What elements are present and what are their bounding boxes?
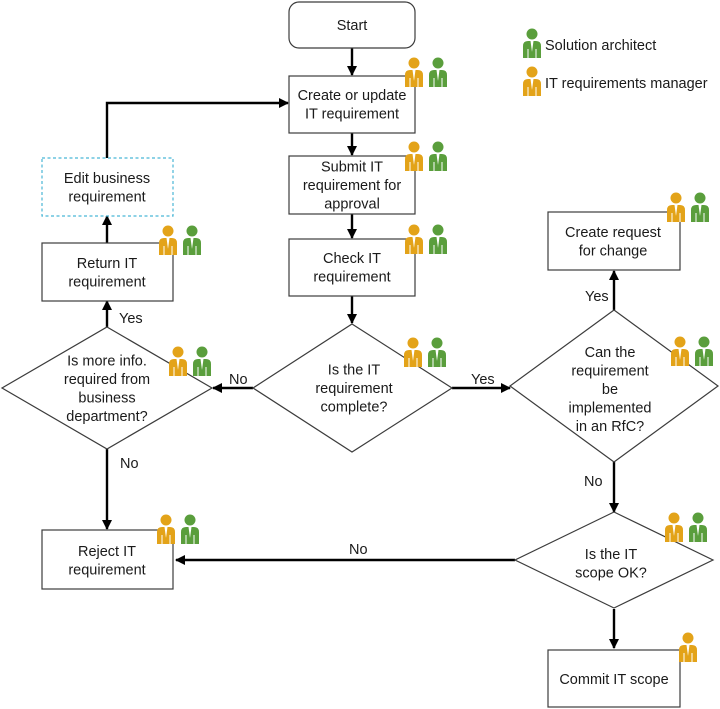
label-line: for change <box>579 243 648 259</box>
solution-architect-person-icon <box>429 141 447 171</box>
solution-architect-person-icon <box>523 28 541 58</box>
it-requirements-manager-person-icon <box>679 632 697 662</box>
node-submit <box>288 155 416 215</box>
node-create-update <box>288 75 416 134</box>
label-line: IT requirement <box>305 106 399 122</box>
label-line: Submit IT <box>321 160 383 176</box>
label-more-info: Is more info. required from business depart… <box>64 353 150 425</box>
it-requirements-manager-person-icon <box>404 337 422 367</box>
label-line: approval <box>324 197 380 213</box>
solution-architect-person-icon <box>428 337 446 367</box>
label-is-complete: Is the IT requirement complete? <box>315 363 392 416</box>
label-line: requirement <box>68 562 145 578</box>
label-line: Start <box>337 18 368 34</box>
node-more-info <box>0 326 214 450</box>
it-requirements-manager-person-icon <box>169 346 187 376</box>
it-requirements-manager-person-icon <box>157 514 175 544</box>
label-start: Start <box>337 18 368 34</box>
label-line: requirement <box>68 189 145 205</box>
legend-solution-architect-label: Solution architect <box>545 38 656 54</box>
it-requirements-manager-person-icon <box>665 512 683 542</box>
node-commit <box>547 649 681 708</box>
label-line: requirement <box>68 274 145 290</box>
label-line: complete? <box>321 400 388 416</box>
node-reject <box>41 529 174 590</box>
label-create-rfc: Create request for change <box>565 225 661 260</box>
node-labels: Start Create or update IT requirement Sub… <box>64 18 669 688</box>
label-line: Edit business <box>64 171 150 187</box>
it-requirements-manager-person-icon <box>523 66 541 96</box>
label-line: Create request <box>565 225 661 241</box>
it-requirements-manager-person-icon <box>667 192 685 222</box>
edge-edit-to-create <box>105 97 290 158</box>
node-check <box>288 238 416 297</box>
edge-label-rfc-yes: Yes <box>585 289 609 305</box>
it-requirements-manager-person-icon <box>159 225 177 255</box>
label-line: in an RfC? <box>576 419 645 435</box>
label-line: requirement <box>313 269 390 285</box>
role-icons <box>157 57 713 662</box>
solution-architect-person-icon <box>429 57 447 87</box>
label-line: Is the IT <box>328 363 381 379</box>
label-line: requirement for <box>303 178 401 194</box>
label-line: scope OK? <box>575 565 647 581</box>
label-submit: Submit IT requirement for approval <box>303 160 401 213</box>
solution-architect-person-icon <box>183 225 201 255</box>
edge-label-more-info-no: No <box>120 456 139 472</box>
edge-label-complete-yes: Yes <box>471 372 495 388</box>
node-return-it <box>41 242 174 302</box>
node-scope-ok <box>513 511 715 609</box>
label-can-rfc: Can the requirement be implemented in an RfC… <box>568 345 651 435</box>
label-line: Can the <box>585 345 636 361</box>
legend-it-requirements-manager-label: IT requirements manager <box>545 76 708 92</box>
solution-architect-person-icon <box>429 224 447 254</box>
it-requirements-manager-person-icon <box>405 57 423 87</box>
edge-label-scope-no: No <box>349 542 368 558</box>
label-line: requirement <box>315 381 392 397</box>
node-edit-business <box>41 157 174 217</box>
solution-architect-person-icon <box>691 192 709 222</box>
label-edit-business: Edit business requirement <box>64 171 150 206</box>
legend: Solution architect IT requirements manag… <box>523 28 708 96</box>
label-create-update: Create or update IT requirement <box>298 88 407 123</box>
edge-labels: No Yes Yes No Yes No No <box>119 289 609 558</box>
label-line: Reject IT <box>78 544 136 560</box>
label-line: be <box>602 382 618 398</box>
label-line: Is more info. <box>67 353 147 369</box>
edge-label-rfc-no: No <box>584 474 603 490</box>
solution-architect-person-icon <box>695 336 713 366</box>
label-line: Is the IT <box>585 547 638 563</box>
label-check: Check IT requirement <box>313 251 390 286</box>
it-requirements-manager-person-icon <box>671 336 689 366</box>
label-line: requirement <box>571 364 648 380</box>
node-start <box>288 1 416 49</box>
label-commit: Commit IT scope <box>559 672 668 688</box>
label-line: business <box>78 390 135 406</box>
label-line: Check IT <box>323 251 381 267</box>
label-line: Create or update <box>298 88 407 104</box>
label-line: department? <box>66 409 147 425</box>
edge-label-complete-no: No <box>229 372 248 388</box>
label-scope-ok: Is the IT scope OK? <box>575 547 647 582</box>
label-line: required from <box>64 372 150 388</box>
label-return-it: Return IT requirement <box>68 256 145 291</box>
label-line: implemented <box>568 401 651 417</box>
it-requirements-manager-person-icon <box>405 224 423 254</box>
label-line: Commit IT scope <box>559 672 668 688</box>
node-create-rfc <box>547 211 681 271</box>
solution-architect-person-icon <box>689 512 707 542</box>
edge-label-more-info-yes: Yes <box>119 311 143 327</box>
edges <box>101 48 620 650</box>
label-line: Return IT <box>77 256 138 272</box>
it-requirements-manager-person-icon <box>405 141 423 171</box>
solution-architect-person-icon <box>181 514 199 544</box>
solution-architect-person-icon <box>193 346 211 376</box>
label-reject: Reject IT requirement <box>68 544 145 579</box>
